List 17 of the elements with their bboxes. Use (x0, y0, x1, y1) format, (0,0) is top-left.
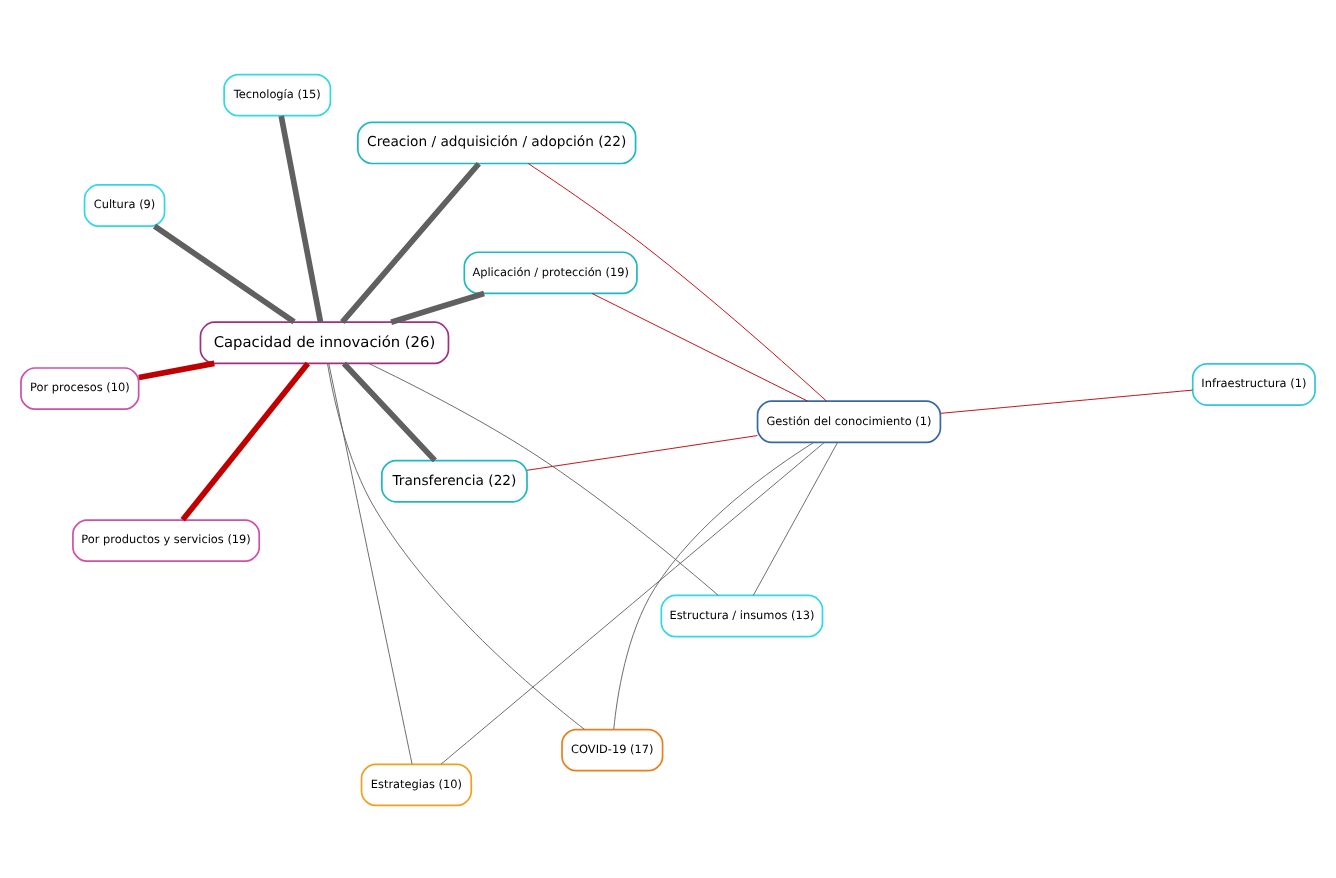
connector (591, 292, 808, 401)
connector (180, 360, 311, 521)
connector (340, 160, 481, 323)
connector (368, 361, 719, 595)
connector (440, 441, 825, 764)
connector (527, 162, 827, 401)
connector (752, 441, 838, 595)
connector (390, 289, 485, 324)
connector (341, 360, 437, 462)
connector (278, 114, 324, 322)
connector (526, 434, 758, 470)
connector (327, 362, 585, 729)
connector (940, 388, 1193, 413)
connector (328, 362, 413, 764)
connector (152, 222, 296, 324)
connector (613, 440, 815, 729)
connector (138, 359, 215, 380)
